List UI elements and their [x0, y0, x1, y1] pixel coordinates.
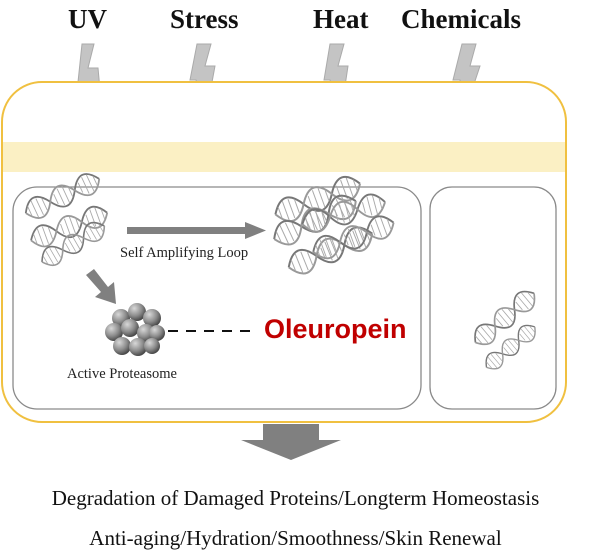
- oleuropein-label: Oleuropein: [264, 314, 407, 344]
- side-compartment: [429, 186, 557, 410]
- active-proteasome-label: Active Proteasome: [67, 366, 177, 382]
- outcome-line-2: Anti-aging/Hydration/Smoothness/Skin Ren…: [89, 526, 502, 550]
- outcome-line-1: Degradation of Damaged Proteins/Longterm…: [51, 486, 540, 510]
- membrane-band: [3, 142, 565, 172]
- stressor-stress-label: Stress: [170, 4, 239, 34]
- amplifying-arrow-icon: [127, 222, 266, 239]
- self-amplifying-loop-label: Self Amplifying Loop: [118, 245, 251, 262]
- cytoplasm-compartment: [12, 186, 422, 410]
- result-down-arrow-icon: [241, 424, 341, 460]
- stressor-heat-label: Heat: [313, 4, 369, 34]
- proteasome-icon: [105, 303, 165, 356]
- stressor-uv-label: UV: [68, 4, 107, 34]
- stressor-chemicals-label: Chemicals: [401, 4, 521, 34]
- proteasome-arrow-icon: [86, 269, 116, 304]
